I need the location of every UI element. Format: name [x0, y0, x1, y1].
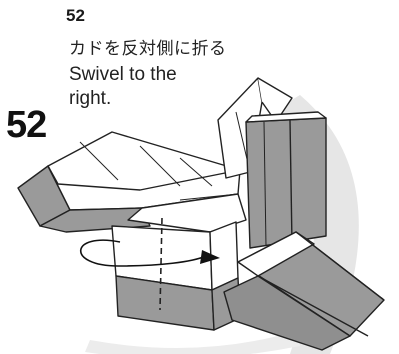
backdrop-arc-lower — [85, 330, 300, 354]
lower-middle-block — [223, 275, 351, 351]
instruction-english-line2: right. — [69, 88, 112, 109]
curved-arrow-icon — [79, 239, 220, 267]
step-number-large: 52 — [6, 104, 47, 146]
right-tall-column — [245, 117, 327, 249]
instruction-japanese: カドを反対側に折る — [69, 39, 227, 59]
step-number-small: 52 — [66, 6, 85, 25]
dashed-valley-fold-line — [159, 217, 163, 311]
instruction-english-line1: Swivel to the — [69, 64, 177, 85]
